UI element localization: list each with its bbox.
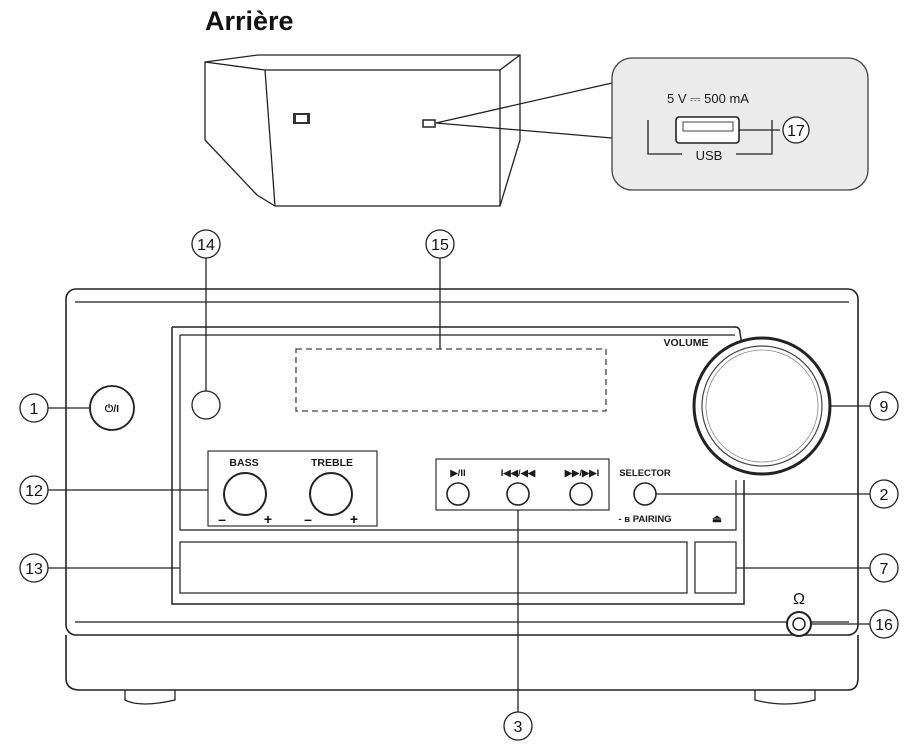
rear-usb-port-icon [422,119,436,128]
prev-rew-button[interactable] [506,482,530,506]
svg-text:13: 13 [25,561,43,578]
svg-text:15: 15 [431,237,449,254]
eject-icon: ⏏ [712,513,723,525]
volume-label: VOLUME [664,337,709,349]
bass-label: BASS [229,457,258,469]
callout-3: 3 [503,711,533,741]
callout-15: 15 [425,229,455,259]
callout-17 [782,116,810,144]
selector-label: SELECTOR [619,468,671,479]
callout-1: 1 [19,393,49,423]
prev-rew-label: I◀◀/◀◀ [501,468,536,479]
svg-text:12: 12 [25,483,43,500]
front-unit: ⏻/I BASS TREBLE – + – + ▶/II I◀◀/◀◀ ▶▶/▶… [65,288,859,705]
treble-plus: + [350,511,358,527]
callout-12: 12 [19,475,49,505]
pairing-label: - ʙ PAIRING [618,514,671,525]
rear-unit [204,54,613,207]
volume-knob[interactable] [692,336,832,476]
callouts: 1 12 13 14 15 9 2 7 16 3 [19,229,899,741]
treble-label: TREBLE [311,457,353,469]
bass-knob[interactable] [223,472,267,516]
ff-next-label: ▶▶/▶▶I [564,468,600,479]
svg-text:2: 2 [880,487,889,504]
svg-text:16: 16 [875,617,893,634]
usb-zoom-panel: 5 V ⎓ 500 mA USB 17 [611,57,869,191]
title: Arrière [205,6,294,36]
callout-7: 7 [869,553,899,583]
callout-9: 9 [869,391,899,421]
svg-text:9: 9 [880,399,889,416]
power-symbol: ⏻/I [105,402,119,415]
bass-plus: + [264,511,272,527]
play-pause-label: ▶/II [449,468,465,479]
play-pause-button[interactable] [446,482,470,506]
treble-minus: – [304,511,312,527]
svg-text:17: 17 [787,123,805,140]
svg-text:1: 1 [30,401,39,418]
selector-button[interactable] [633,482,657,506]
ff-next-button[interactable] [569,482,593,506]
display-area [295,348,607,412]
svg-text:14: 14 [197,237,215,254]
usb-label: USB [696,148,723,163]
svg-text:3: 3 [514,719,523,736]
remote-sensor [191,390,221,420]
svg-text:7: 7 [880,561,889,578]
leader-lines [48,258,870,712]
callout-2: 2 [869,479,899,509]
treble-knob[interactable] [309,472,353,516]
callout-14: 14 [191,229,221,259]
headphone-icon: Ω [793,591,805,608]
callout-13: 13 [19,553,49,583]
bass-minus: – [218,511,226,527]
usb-spec-label: 5 V ⎓ 500 mA [667,91,749,106]
callout-16: 16 [869,609,899,639]
